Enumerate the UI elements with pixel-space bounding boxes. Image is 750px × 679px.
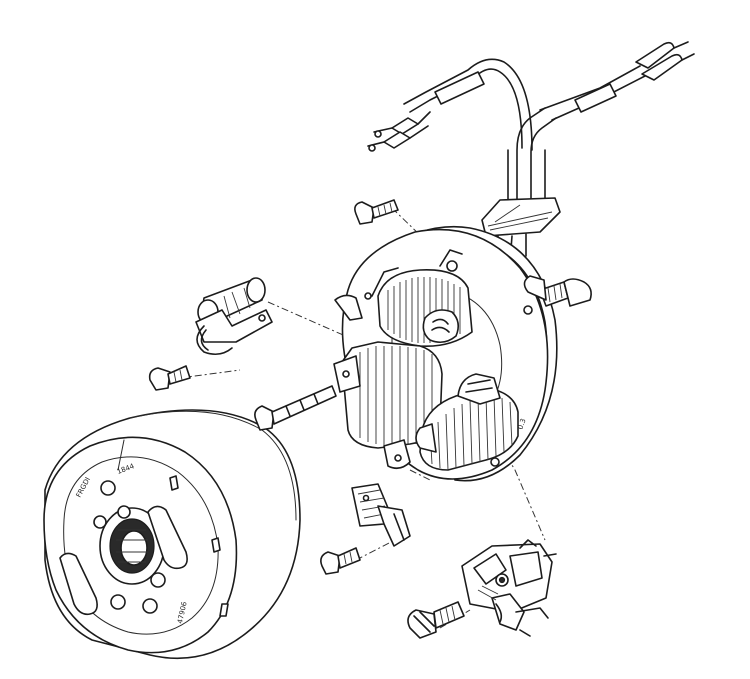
- flywheel-rotor: FRGDI 1844 47906: [43, 409, 301, 660]
- condenser: [195, 277, 273, 356]
- wiring-harness: [403, 58, 646, 263]
- connector-right: [635, 41, 695, 81]
- screw-right: [523, 275, 592, 307]
- charging-coil: [333, 341, 443, 470]
- ignition-coil: [415, 373, 519, 471]
- screw-bottom: [407, 601, 465, 639]
- screw-felt: [320, 547, 361, 575]
- connector-left: [367, 111, 431, 152]
- screw-top: [354, 199, 399, 225]
- screw-condenser: [148, 365, 191, 391]
- plate-code-text: 0.3: [516, 417, 527, 430]
- lubrication-felt: [351, 483, 411, 547]
- screws: [148, 199, 592, 639]
- connectors: [367, 41, 695, 152]
- screw-long: [254, 385, 337, 431]
- lighting-coil: [371, 267, 473, 348]
- contact-breaker: [461, 539, 557, 637]
